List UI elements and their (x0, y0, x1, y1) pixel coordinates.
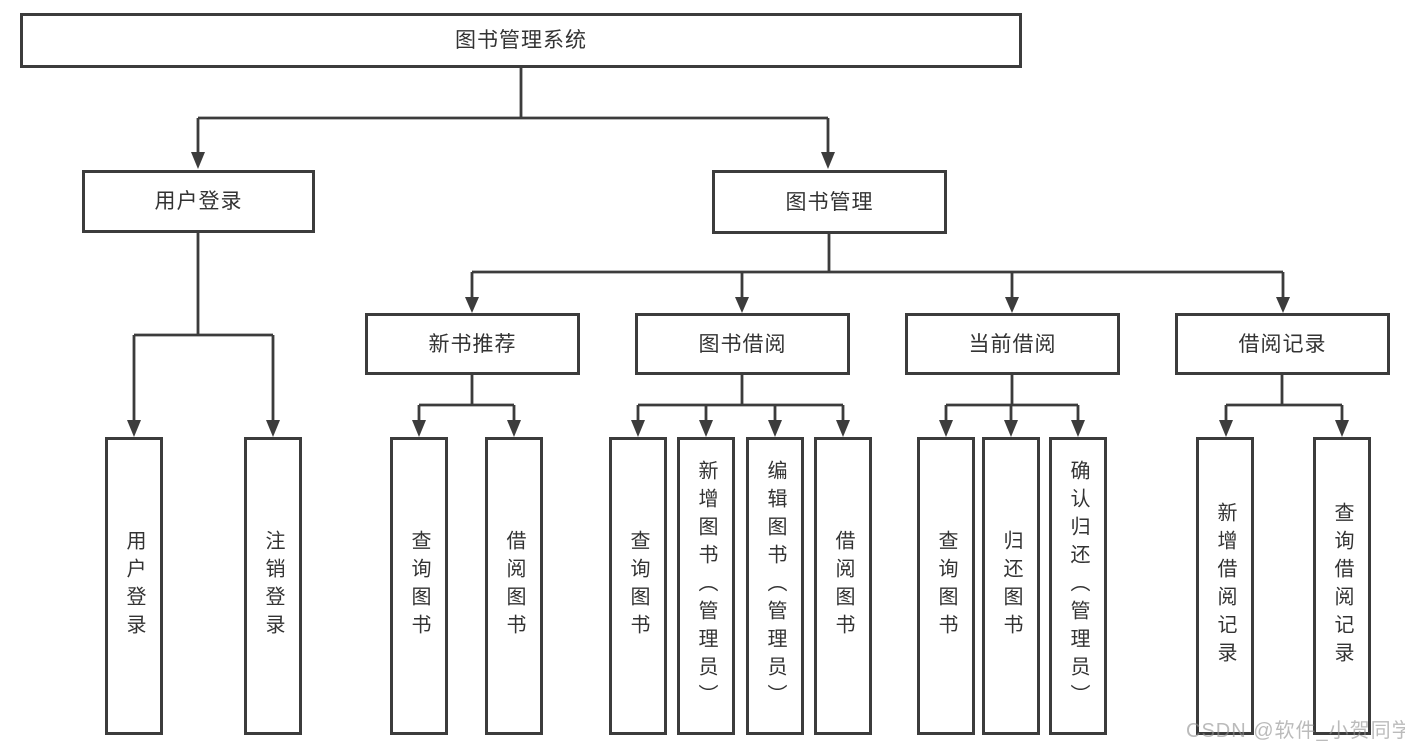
connector-newbook-to-leaves (417, 375, 516, 424)
arrowhead (1219, 420, 1233, 437)
leaf-label: 查询图书 (627, 530, 649, 642)
arrowhead (1071, 420, 1085, 437)
arrowhead (699, 420, 713, 437)
leaf-user-login: 用户登录 (105, 437, 163, 735)
connector-userlogin-to-leaves (132, 233, 275, 424)
leaf-label: 新增图书（管理员） (695, 460, 717, 712)
node-borrow-records: 借阅记录 (1175, 313, 1390, 375)
leaf-confirm-return-admin: 确认归还（管理员） (1049, 437, 1107, 735)
arrowhead (1004, 420, 1018, 437)
leaf-query-books-current: 查询图书 (917, 437, 975, 735)
arrowhead (507, 420, 521, 437)
leaf-label: 归还图书 (1000, 530, 1022, 642)
arrowhead (465, 297, 479, 313)
leaf-return-books: 归还图书 (982, 437, 1040, 735)
arrowhead (631, 420, 645, 437)
connector-bookborrow-to-leaves (636, 375, 845, 424)
connector-bookmgmt-to-level3 (470, 234, 1285, 301)
leaf-label: 查询借阅记录 (1331, 502, 1353, 670)
leaf-edit-book-admin: 编辑图书（管理员） (746, 437, 804, 735)
leaf-query-borrow-record: 查询借阅记录 (1313, 437, 1371, 735)
arrowhead (191, 152, 205, 169)
leaf-label: 注销登录 (262, 530, 284, 642)
leaf-label: 查询图书 (935, 530, 957, 642)
node-book-management: 图书管理 (712, 170, 947, 234)
arrowhead (266, 420, 280, 437)
arrowhead (127, 420, 141, 437)
leaf-label: 确认归还（管理员） (1067, 460, 1089, 712)
connector-currentborrow-to-leaves (944, 375, 1080, 424)
leaf-label: 借阅图书 (832, 530, 854, 642)
arrowhead (1005, 297, 1019, 313)
leaf-add-borrow-record: 新增借阅记录 (1196, 437, 1254, 735)
arrowhead (939, 420, 953, 437)
node-user-login: 用户登录 (82, 170, 315, 233)
node-book-borrow: 图书借阅 (635, 313, 850, 375)
leaf-label: 借阅图书 (503, 530, 525, 642)
leaf-label: 编辑图书（管理员） (764, 460, 786, 712)
arrowhead (821, 152, 835, 169)
leaf-label: 用户登录 (123, 530, 145, 642)
leaf-label: 新增借阅记录 (1214, 502, 1236, 670)
connector-records-to-leaves (1224, 375, 1344, 424)
leaf-borrow-books-recommend: 借阅图书 (485, 437, 543, 735)
connector-root-to-level2 (196, 68, 830, 156)
arrowhead (1276, 297, 1290, 313)
node-root: 图书管理系统 (20, 13, 1022, 68)
leaf-add-book-admin: 新增图书（管理员） (677, 437, 735, 735)
leaf-query-books-recommend: 查询图书 (390, 437, 448, 735)
leaf-query-books-borrow: 查询图书 (609, 437, 667, 735)
leaf-borrow-books: 借阅图书 (814, 437, 872, 735)
leaf-logout: 注销登录 (244, 437, 302, 735)
arrowhead (412, 420, 426, 437)
arrowhead (735, 297, 749, 313)
node-current-borrow: 当前借阅 (905, 313, 1120, 375)
leaf-label: 查询图书 (408, 530, 430, 642)
arrowhead (768, 420, 782, 437)
arrowhead (1335, 420, 1349, 437)
arrowhead (836, 420, 850, 437)
node-new-book-recommend: 新书推荐 (365, 313, 580, 375)
